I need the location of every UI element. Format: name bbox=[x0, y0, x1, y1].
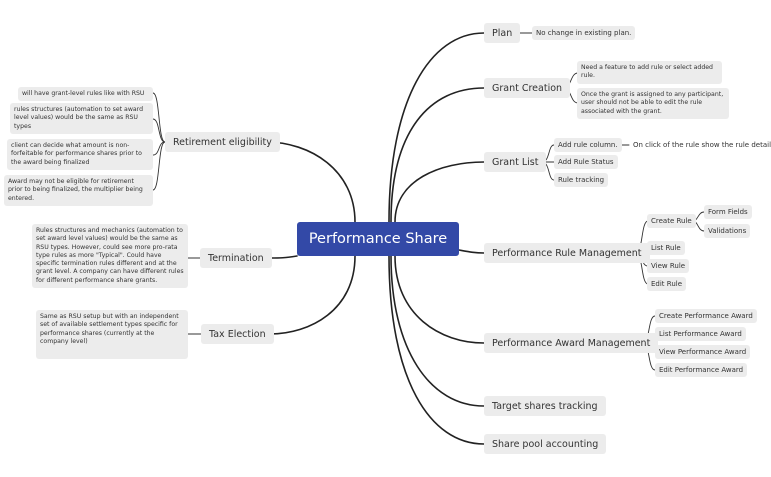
node-award-management[interactable]: Performance Award Management bbox=[484, 333, 659, 353]
root-node[interactable]: Performance Share bbox=[297, 222, 459, 256]
link-root-target-shares bbox=[390, 255, 485, 407]
node-tax-election[interactable]: Tax Election bbox=[201, 324, 274, 344]
node-edit-rule[interactable]: Edit Rule bbox=[647, 277, 687, 291]
node-grant-creation[interactable]: Grant Creation bbox=[484, 78, 571, 98]
note-add-rule-column: On click of the rule show the rule detai… bbox=[633, 141, 771, 149]
note-plan: No change in existing plan. bbox=[532, 26, 636, 40]
note-retirement-1: will have grant-level rules like with RS… bbox=[18, 87, 153, 102]
note-grant-creation-1: Need a feature to add rule or select add… bbox=[577, 61, 722, 84]
node-add-rule-status[interactable]: Add Rule Status bbox=[554, 155, 618, 169]
note-tax-election: Same as RSU setup but with an independen… bbox=[36, 310, 188, 359]
node-view-rule[interactable]: View Rule bbox=[647, 259, 690, 273]
link-root-share-pool bbox=[388, 255, 485, 445]
node-share-pool[interactable]: Share pool accounting bbox=[484, 434, 607, 454]
node-target-shares[interactable]: Target shares tracking bbox=[484, 396, 606, 416]
link-root-grant-list bbox=[394, 161, 485, 223]
link-root-termination bbox=[269, 255, 298, 259]
note-retirement-3: client can decide what amount is non-for… bbox=[7, 139, 153, 170]
node-rule-tracking[interactable]: Rule tracking bbox=[554, 173, 609, 187]
node-termination[interactable]: Termination bbox=[200, 248, 272, 268]
node-list-rule[interactable]: List Rule bbox=[647, 241, 685, 255]
node-validations[interactable]: Validations bbox=[704, 224, 751, 238]
link-root-plan bbox=[388, 32, 485, 223]
node-plan[interactable]: Plan bbox=[484, 23, 521, 43]
note-grant-creation-2: Once the grant is assigned to any partic… bbox=[577, 88, 729, 119]
note-retirement-2: rules structures (automation to set awar… bbox=[10, 103, 153, 134]
link-root-tax-election bbox=[269, 255, 356, 335]
node-rule-management[interactable]: Performance Rule Management bbox=[484, 243, 650, 263]
node-add-rule-column[interactable]: Add rule column. bbox=[554, 138, 622, 152]
node-grant-list[interactable]: Grant List bbox=[484, 152, 547, 172]
node-edit-award[interactable]: Edit Performance Award bbox=[655, 363, 748, 377]
link-root-retirement bbox=[265, 141, 356, 223]
note-retirement-4: Award may not be eligible for retirement… bbox=[4, 175, 153, 206]
link-root-award-mgmt bbox=[394, 255, 485, 344]
link-root-grant-creation bbox=[390, 87, 485, 223]
node-list-award[interactable]: List Performance Award bbox=[655, 327, 746, 341]
node-form-fields[interactable]: Form Fields bbox=[704, 205, 752, 219]
node-retirement-eligibility[interactable]: Retirement eligibility bbox=[165, 132, 280, 152]
link-root-rule-mgmt bbox=[458, 249, 485, 254]
note-termination: Rules structures and mechanics (automati… bbox=[32, 224, 188, 289]
node-view-award[interactable]: View Performance Award bbox=[655, 345, 751, 359]
node-create-award[interactable]: Create Performance Award bbox=[655, 309, 757, 323]
node-create-rule[interactable]: Create Rule bbox=[647, 214, 696, 228]
